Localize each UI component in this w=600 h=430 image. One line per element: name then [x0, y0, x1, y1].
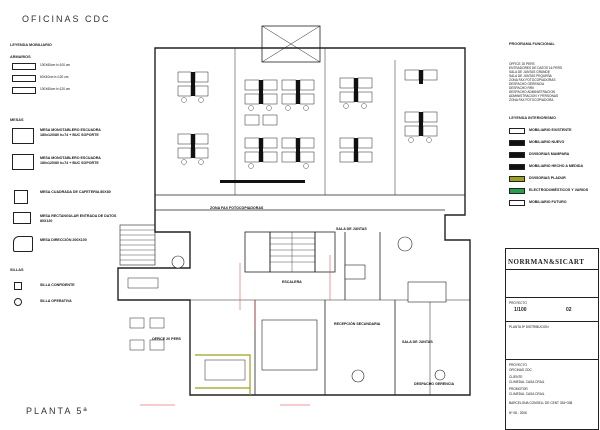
program-item: DESPACHO RRII: [509, 86, 534, 90]
chair-label-1: SILLA CONFIDENTE: [40, 283, 75, 287]
program-item: DESPACHO GERENCIA: [509, 82, 545, 86]
tb-project-label: PROYECTO: [509, 301, 527, 305]
chair-swatch-1: [14, 282, 22, 290]
program-title: PROGRAMA FUNCIONAL: [509, 42, 555, 46]
program-item: ZONA FAX FOTOCOPIADORAS: [509, 78, 556, 82]
tb-line: PLANTA 5ª DISTRIBUCION: [509, 325, 549, 329]
tb-line: CLIENTE: [509, 375, 523, 379]
interior-swatch-1: [509, 128, 525, 134]
legend-section-sillas: SILLAS: [10, 268, 24, 272]
desk-label-5: MESA DIRECCIÓN 200X100: [40, 238, 87, 242]
title-block: PROYECTO 1/100 02 PLANTA 5ª DISTRIBUCION…: [505, 248, 599, 430]
brand-logo: NORRMAN&SICART: [508, 258, 585, 266]
tb-line: OFICINAS CDC: [509, 368, 532, 372]
room-label-stair: ESCALERA: [282, 280, 302, 284]
interior-label-3: DIVISORIAS MAMPARA: [529, 152, 570, 156]
interior-label-1: MOBILIARIO EXISTENTE: [529, 128, 572, 132]
interior-swatch-3: [509, 152, 525, 158]
tb-sheet: 02: [566, 307, 572, 313]
interior-label-6: ELECTRODOMÉSTICOS Y VARIOS: [529, 188, 589, 192]
tb-line: PROYECTO: [509, 363, 527, 367]
tb-line: BARCELONA CONSELL DE CENT 334+338: [509, 401, 573, 405]
program-item: ADMINISTRACION Y PERSONAS: [509, 94, 559, 98]
tb-scale: 1/100: [514, 307, 527, 313]
room-label-fax: ZONA FAX FOTOCOPIADORAS: [210, 206, 264, 210]
program-item: ZONA FAX FOTOCOPIADORA: [509, 98, 554, 102]
desk-label-3: MESA CUADRADA DE CAFETERIA 80X80: [40, 190, 111, 194]
cabinet-swatch-3: [12, 87, 36, 94]
desk-swatch-5: [13, 236, 33, 252]
interior-label-4: MOBILIARIO HECHO A MEDIDA: [529, 164, 584, 168]
program-item: SALA DE JUNTAS PEQUEÑA: [509, 74, 552, 78]
interior-swatch-2: [509, 140, 525, 146]
tb-line: Nº 08 - 2006: [509, 411, 527, 415]
room-label-director: DESPACHO GERENCIA: [414, 382, 455, 386]
legend-section-armarios: ARMARIOS: [10, 55, 31, 59]
interior-swatch-4: [509, 164, 525, 170]
workstation-cluster-b: [244, 79, 315, 163]
chair-label-2: SILLA OPERATIVA: [40, 299, 72, 303]
desk-swatch-2: [12, 154, 34, 170]
tb-line: CLIMEDAL CASA CRAIL: [509, 380, 545, 384]
chairs: [181, 97, 432, 169]
program-item: ENTRADORES DE DATOS 16 PERS: [509, 66, 563, 70]
office-furniture: [127, 277, 246, 381]
legend-section-mesas: MESAS: [10, 118, 24, 122]
interior-label-5: DIVISORIAS PLADUR: [529, 176, 566, 180]
cabinet-label-1: 100X60cm h=100 cm: [40, 63, 71, 67]
desk-swatch-1: [12, 128, 34, 144]
cabinet-swatch-1: [12, 63, 36, 70]
program-panel: PROGRAMA FUNCIONAL OFFICE 20 PERS ENTRAD…: [505, 40, 595, 430]
room-label-office: OFFICE 20 PERS: [152, 337, 181, 341]
interior-swatch-5: [509, 176, 525, 182]
room-label-reception: RECEPCIÓN SECUNDARIA: [334, 322, 381, 326]
room-label-meeting-1: SALA DE JUNTAS: [336, 227, 367, 231]
interior-swatch-6: [509, 188, 525, 194]
partition-marks: [191, 70, 423, 183]
interior-swatch-7: [509, 200, 525, 206]
cabinet-swatch-2: [12, 75, 36, 82]
desk-label-4: MESA RECTANGULAR ENTRADA DE DATOS 80X120: [40, 214, 117, 223]
cabinet-label-2: 60X40cm h=120 cm: [40, 75, 69, 79]
legend-title: LEYENDA MOBILIARIO: [10, 43, 52, 47]
interior-legend-title: LEYENDA INTERIORISMO: [509, 116, 556, 120]
interior-label-2: MOBILIARIO NUEVO: [529, 140, 565, 144]
program-item: SALA DE JUNTAS GRANDE: [509, 70, 550, 74]
desk-label-2: MESA MONOTABLERO ESCUADRA 180x120/80 h=7…: [40, 156, 101, 165]
meeting-tables: [171, 236, 447, 383]
floor-label: PLANTA 5ª: [26, 406, 89, 416]
pladur-partitions: [195, 354, 251, 395]
desk-label-1: MESA MONOTABLERO ESCUADRA 180x120/80 h=7…: [40, 128, 101, 137]
program-item: DESPACHO ADMINISTRACION: [509, 90, 555, 94]
furniture-legend: LEYENDA MOBILIARIO ARMARIOS 100X60cm h=1…: [8, 40, 118, 400]
program-item: OFFICE 20 PERS: [509, 62, 535, 66]
desk-swatch-4: [13, 212, 31, 224]
plan-title: OFICINAS CDC: [22, 14, 111, 24]
tb-line: CLIMEDAL CASA CRAIL: [509, 392, 545, 396]
chair-swatch-2: [14, 298, 22, 306]
dimension-marks: [140, 255, 331, 406]
desk-swatch-3: [14, 190, 28, 204]
room-label-meeting-2: SALA DE JUNTAS: [402, 340, 433, 344]
tb-line: PROMOTOR: [509, 387, 528, 391]
interior-label-7: MOBILIARIO FUTURO: [529, 200, 567, 204]
cabinet-label-3: 100X60cm h=120 cm: [40, 87, 71, 91]
